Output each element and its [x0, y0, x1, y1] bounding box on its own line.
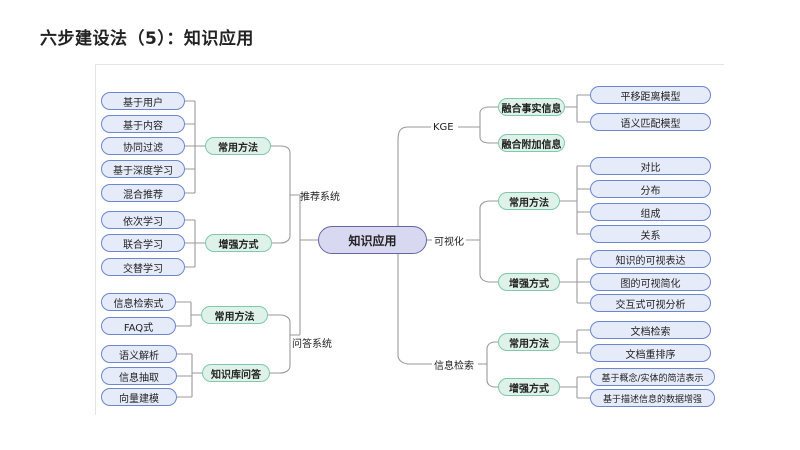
- recommend-method-item: 基于内容: [101, 115, 185, 133]
- connector-recommend-enhance: [272, 194, 300, 244]
- vis-method-item: 对比: [590, 157, 711, 175]
- connector-center-kge: [397, 126, 431, 241]
- connector-vis-methods-items: [560, 165, 590, 235]
- search-methods-node: 常用方法: [498, 333, 560, 351]
- connector-search-methods: [478, 341, 498, 365]
- recommend-enhance-item: 依次学习: [101, 211, 185, 229]
- qa-method-item: 信息检索式: [101, 293, 176, 311]
- kge-fact-item: 语义匹配模型: [590, 113, 711, 131]
- connector-center-qa: [299, 239, 318, 335]
- mind-map-frame: [95, 64, 724, 415]
- connector-qa-kbqa-items: [177, 353, 202, 398]
- vis-enhance-node: 增强方式: [498, 273, 560, 291]
- recommend-method-item: 基于用户: [101, 92, 185, 110]
- recommend-enhance-node: 增强方式: [205, 234, 272, 252]
- recommend-method-item: 混合推荐: [101, 184, 185, 202]
- vis-enhance-item: 知识的可视表达: [590, 250, 711, 268]
- connector-recommend-methods: [271, 145, 300, 196]
- connector-search-enhance-items: [560, 376, 590, 399]
- qa-methods-node: 常用方法: [201, 306, 268, 324]
- branch-label-vis: 可视化: [434, 236, 464, 248]
- vis-enhance-item: 交互式可视分析: [590, 294, 711, 312]
- qa-kbqa-item: 信息抽取: [101, 367, 177, 385]
- connector-search-enhance: [486, 364, 498, 388]
- connector-kge-extra: [479, 127, 498, 144]
- branch-label-search: 信息检索: [434, 360, 474, 372]
- kge-fact-item: 平移距离模型: [590, 86, 711, 104]
- kge-fact-node: 融合事实信息: [498, 98, 565, 116]
- connector-kge-fact: [458, 106, 498, 128]
- vis-enhance-item: 图的可视简化: [590, 273, 711, 291]
- qa-method-item: FAQ式: [101, 317, 176, 335]
- connector-vis-enhance: [479, 240, 498, 283]
- vis-method-item: 分布: [590, 180, 711, 198]
- search-enhance-item: 基于描述信息的数据增强: [590, 389, 715, 407]
- center-node: 知识应用: [318, 226, 427, 254]
- vis-method-item: 关系: [590, 225, 711, 243]
- branch-label-recommend: 推荐系统: [300, 191, 340, 203]
- recommend-method-item: 基于深度学习: [101, 160, 185, 178]
- qa-kbqa-item: 语义解析: [101, 345, 177, 363]
- search-enhance-node: 增强方式: [498, 378, 560, 396]
- qa-kbqa-node: 知识库问答: [202, 364, 270, 382]
- branch-label-kge: KGE: [433, 121, 454, 133]
- connector-rec-methods-items: [185, 100, 205, 194]
- recommend-enhance-item: 联合学习: [101, 234, 185, 252]
- connector-qa-kbqa: [270, 334, 300, 374]
- qa-kbqa-item: 向量建模: [101, 388, 177, 406]
- search-method-item: 文档重排序: [590, 344, 711, 362]
- connector-search-methods-items: [560, 329, 590, 354]
- connector-qa-methods-items: [176, 301, 201, 327]
- connector-qa-methods: [268, 314, 300, 336]
- connector-center-search: [397, 240, 432, 365]
- connector-vis-methods: [466, 200, 498, 241]
- recommend-method-item: 协同过滤: [101, 137, 185, 155]
- connector-vis-enhance-items: [560, 258, 590, 304]
- kge-extra-node: 融合附加信息: [498, 134, 565, 152]
- vis-method-item: 组成: [590, 203, 711, 221]
- connector-rec-enhance-items: [185, 219, 205, 268]
- recommend-methods-node: 常用方法: [205, 137, 271, 155]
- branch-label-qa: 问答系统: [292, 338, 332, 350]
- search-method-item: 文档检索: [590, 321, 711, 339]
- recommend-enhance-item: 交替学习: [101, 258, 185, 276]
- page-title: 六步建设法（5）：知识应用: [40, 29, 254, 49]
- vis-methods-node: 常用方法: [498, 192, 560, 210]
- connector-fact-items: [565, 94, 590, 123]
- search-enhance-item: 基于概念/实体的简洁表示: [590, 368, 715, 386]
